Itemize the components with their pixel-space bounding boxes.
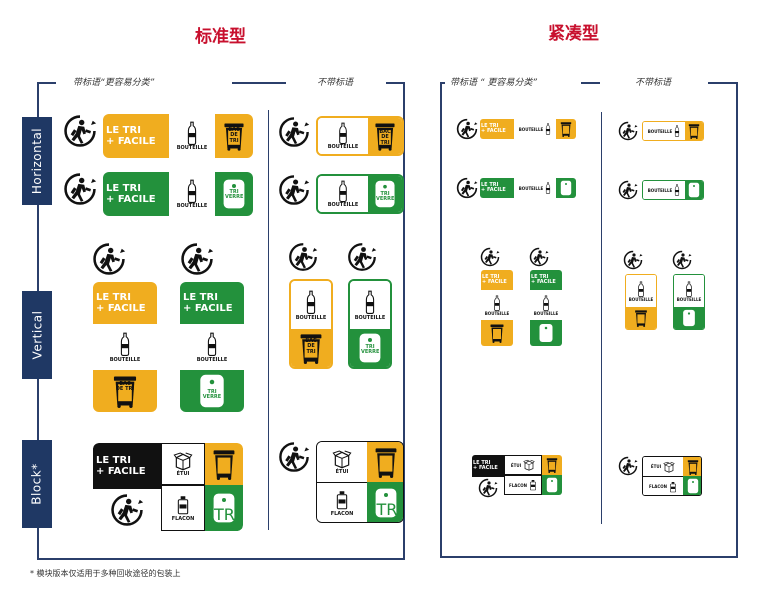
subheading-with-slogan-standard: 带标语“更容易分类” <box>70 75 158 88</box>
flacon-icon <box>176 494 190 516</box>
bottle-icon <box>364 289 376 315</box>
bin-icon <box>634 309 648 327</box>
bottle-icon <box>493 295 501 311</box>
logo-horizontal-green-compact: LE TRI + FACILE BOUTEILLE <box>480 178 576 198</box>
bottle-icon <box>674 124 680 138</box>
bin-icon <box>688 123 700 139</box>
glass-bin-icon <box>559 180 573 196</box>
row-tab-block: Block* <box>22 440 52 528</box>
bottle-icon <box>186 121 198 145</box>
bottle-icon <box>337 122 349 144</box>
logo-vertical-green-compact-no-slogan: BOUTEILLE <box>673 274 705 330</box>
triman-icon <box>63 172 97 206</box>
bin-icon <box>560 121 572 137</box>
glass-bin-icon <box>538 323 554 343</box>
triman-icon <box>456 177 478 199</box>
triman-icon <box>618 121 638 141</box>
glass-bin-icon <box>687 478 699 494</box>
compact-frame <box>440 82 738 558</box>
logo-horizontal-yellow-compact: LE TRI + FACILE BOUTEILLE <box>480 119 576 139</box>
logo-block: LE TRI + FACILE ÉTUI FLACON TRI VERRE <box>93 443 243 531</box>
logo-vertical-yellow-no-slogan: BOUTEILLE BAC DE TRI <box>289 279 333 369</box>
triman-icon <box>478 478 498 498</box>
box-icon <box>523 459 535 471</box>
logo-vertical-yellow-compact-no-slogan: BOUTEILLE <box>625 274 657 330</box>
triman-icon <box>618 180 638 200</box>
subheading-no-slogan-standard: 不带标语 <box>314 75 357 88</box>
logo-vertical-green-compact: LE TRI + FACILE BOUTEILLE <box>530 270 562 346</box>
triman-icon <box>623 250 643 270</box>
triman-icon <box>278 116 310 148</box>
logo-vertical-yellow-compact: LE TRI + FACILE BOUTEILLE <box>481 270 513 346</box>
heading-standard: 标准型 <box>195 27 246 47</box>
bottle-icon <box>542 295 550 311</box>
triman-icon <box>618 456 638 476</box>
bin-icon <box>212 448 236 480</box>
logo-block-no-slogan: ÉTUI FLACON TRI VERRE <box>316 441 404 523</box>
logo-block-compact: LE TRI + FACILE ÉTUI FLACON <box>472 455 562 495</box>
bottle-icon <box>206 331 218 357</box>
triman-icon <box>180 242 214 276</box>
triman-icon <box>278 441 310 473</box>
logo-block-compact-no-slogan: ÉTUI FLACON <box>642 456 702 496</box>
triman-icon <box>529 247 549 267</box>
triman-icon <box>110 493 144 527</box>
triman-icon <box>92 242 126 276</box>
compact-divider <box>601 112 602 524</box>
row-tab-vertical: Vertical <box>22 291 52 379</box>
bottle-icon <box>119 331 131 357</box>
bottle-icon <box>305 289 317 315</box>
logo-vertical-yellow: LE TRI + FACILE BOUTEILLE BAC DE TRI <box>93 282 157 412</box>
logo-vertical-green-no-slogan: BOUTEILLE TRI VERRE <box>348 279 392 369</box>
bottle-icon <box>685 281 693 297</box>
bottle-icon <box>186 179 198 203</box>
box-icon <box>332 449 352 469</box>
logo-horizontal-yellow-compact-no-slogan: BOUTEILLE <box>642 121 704 141</box>
box-icon <box>663 461 675 473</box>
triman-icon <box>672 250 692 270</box>
flacon-icon <box>669 481 677 493</box>
triman-icon <box>480 247 500 267</box>
logo-horizontal-yellow-no-slogan: BOUTEILLE BAC DE TRI <box>316 116 404 156</box>
logo-horizontal-green-compact-no-slogan: BOUTEILLE <box>642 180 704 200</box>
heading-compact: 紧凑型 <box>548 24 599 44</box>
bin-icon <box>374 446 398 478</box>
triman-icon <box>278 174 310 206</box>
box-icon <box>173 451 193 471</box>
bin-icon <box>489 323 505 343</box>
bottle-icon <box>545 181 551 195</box>
logo-horizontal-green-no-slogan: BOUTEILLE TRI VERRE <box>316 174 404 214</box>
logo-vertical-green: LE TRI + FACILE BOUTEILLE TRI VERRE <box>180 282 244 412</box>
flacon-icon <box>529 479 537 491</box>
triman-icon <box>63 114 97 148</box>
logo-horizontal-yellow: LE TRI + FACILE BOUTEILLE BAC DE TRI <box>103 114 253 158</box>
bin-icon <box>687 459 699 475</box>
bottle-icon <box>674 183 680 197</box>
subheading-no-slogan-compact: 不带标语 <box>632 75 675 88</box>
bottle-icon <box>337 180 349 202</box>
triman-icon <box>347 242 377 272</box>
bottle-icon <box>637 281 645 297</box>
triman-icon <box>456 118 478 140</box>
subheading-with-slogan-compact: 带标语 “ 更容易分类” <box>447 75 541 88</box>
glass-bin-icon <box>546 477 558 493</box>
bottle-icon <box>545 122 551 136</box>
logo-horizontal-green: LE TRI + FACILE BOUTEILLE TRI VERRE <box>103 172 253 216</box>
triman-icon <box>288 242 318 272</box>
glass-bin-icon <box>687 182 701 198</box>
glass-bin-icon <box>682 309 696 327</box>
flacon-icon <box>335 489 349 511</box>
footnote: * 模块版本仅适用于多种回收途径的包装上 <box>30 569 181 578</box>
row-tab-horizontal: Horizontal <box>22 117 52 205</box>
standard-divider <box>268 110 269 530</box>
bin-icon <box>546 457 558 473</box>
